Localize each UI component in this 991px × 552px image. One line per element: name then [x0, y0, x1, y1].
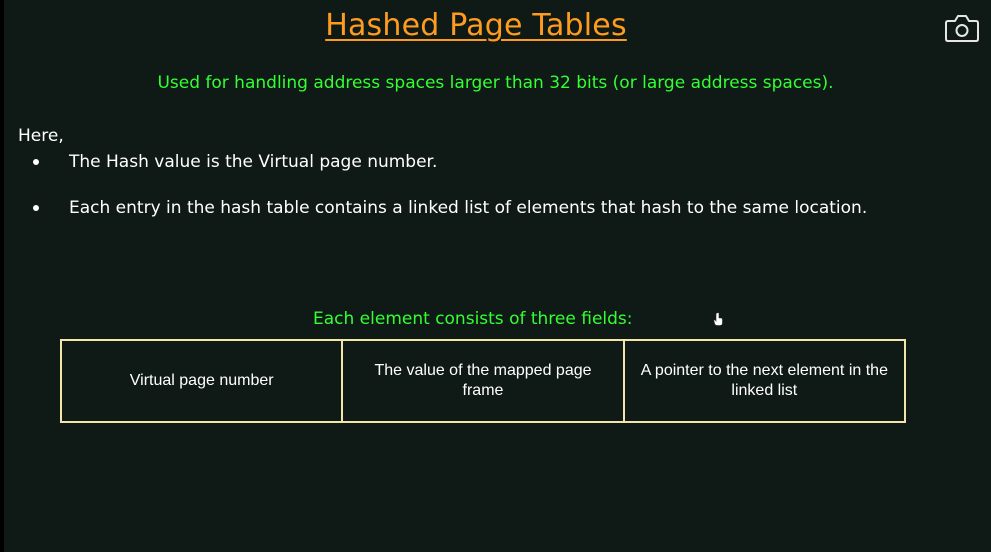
bullet-list: The Hash value is the Virtual page numbe…: [30, 150, 930, 242]
element-fields-table: Virtual page number The value of the map…: [59, 339, 907, 423]
bullet-dot-icon: [33, 205, 39, 211]
screenshot-button[interactable]: [944, 13, 980, 43]
table-row: Virtual page number The value of the map…: [59, 339, 907, 423]
hand-pointer-icon: [713, 312, 723, 326]
slide-title: Hashed Page Tables: [325, 8, 627, 43]
bullet-item: Each entry in the hash table contains a …: [30, 196, 930, 220]
bullet-text: The Hash value is the Virtual page numbe…: [69, 152, 438, 172]
bullet-dot-icon: [33, 159, 39, 165]
bullet-text: Each entry in the hash table contains a …: [69, 198, 868, 218]
intro-text: Here,: [18, 126, 64, 146]
camera-icon: [945, 15, 979, 42]
field-cell-virtual-page-number: Virtual page number: [59, 339, 344, 423]
field-cell-next-pointer: A pointer to the next element in the lin…: [622, 339, 907, 423]
fields-caption: Each element consists of three fields:: [313, 309, 633, 329]
left-edge-strip: [0, 0, 4, 552]
bullet-item: The Hash value is the Virtual page numbe…: [30, 150, 930, 174]
field-cell-mapped-page-frame: The value of the mapped page frame: [341, 339, 625, 423]
slide-subtitle: Used for handling address spaces larger …: [157, 73, 834, 93]
